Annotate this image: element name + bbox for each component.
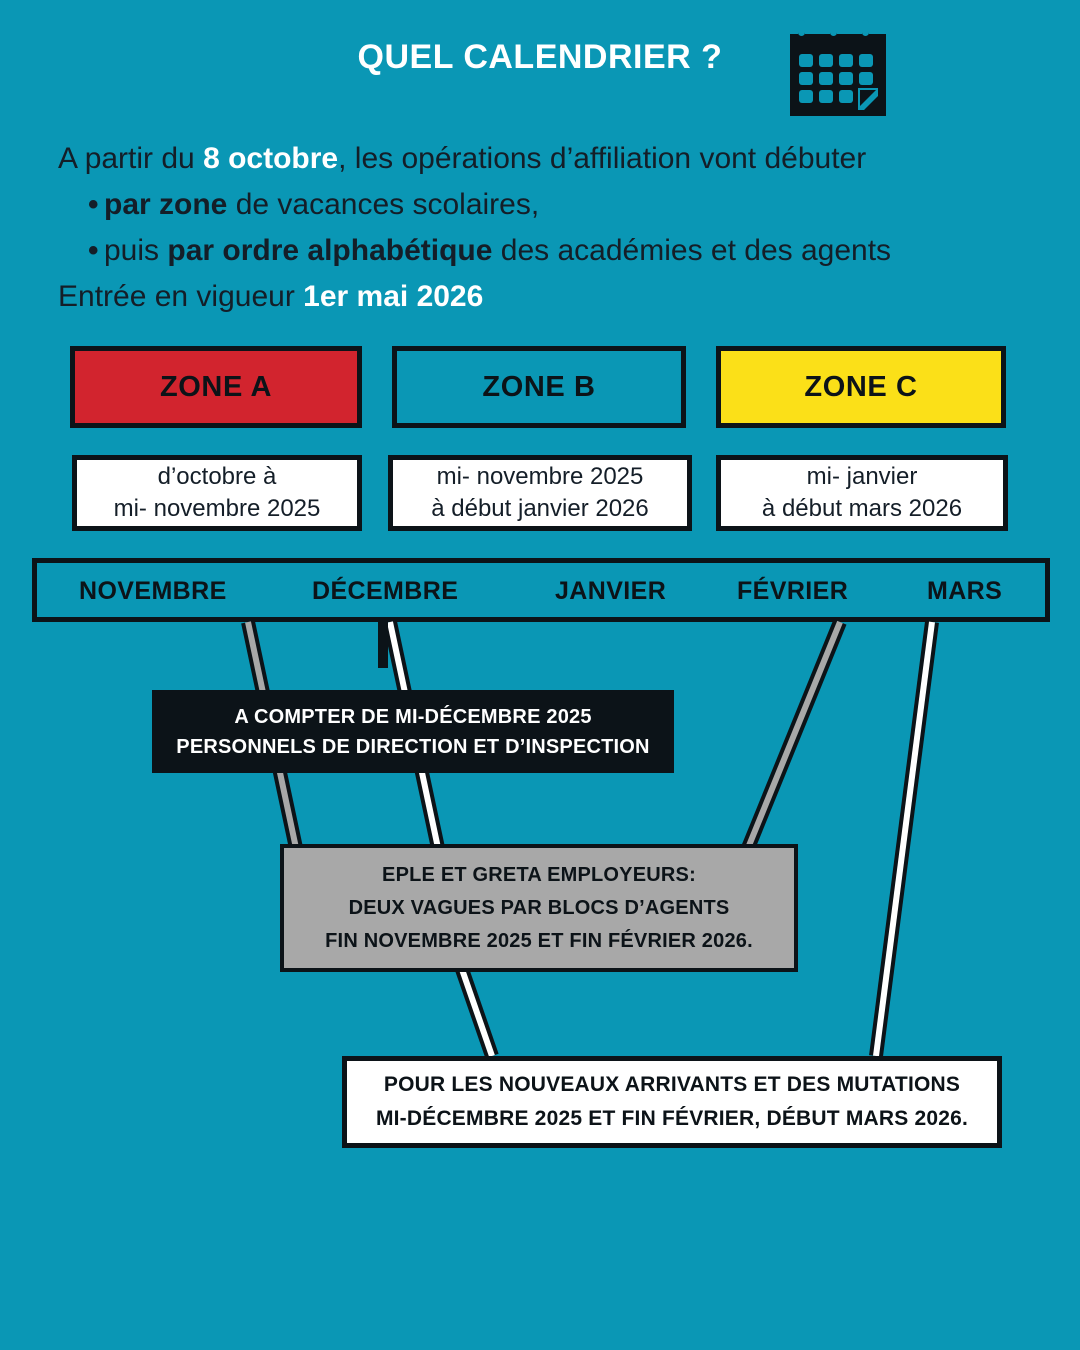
intro-line1-post: , les opérations d’affiliation vont débu…: [338, 142, 867, 175]
intro-line1-pre: A partir du: [58, 142, 204, 175]
connector-mars-whitebox: [869, 621, 939, 1057]
intro-effective-date: 1er mai 2026: [303, 280, 484, 313]
zone-b-header: ZONE B: [392, 346, 686, 428]
intro-line4-pre: Entrée en vigueur: [58, 280, 304, 313]
callout-black-line2: PERSONNELS DE DIRECTION ET D’INSPECTION: [176, 735, 650, 758]
timeline-month-novembre: NOVEMBRE: [79, 577, 227, 605]
zone-c-label: ZONE C: [804, 370, 918, 403]
callout-white-line2: MI-DÉCEMBRE 2025 ET FIN FÉVRIER, DÉBUT M…: [375, 1107, 969, 1130]
bullet1-bold: par zone: [104, 188, 228, 221]
zone-a-period: d’octobre à mi- novembre 2025: [72, 455, 362, 531]
callout-black-line1: A COMPTER DE MI-DÉCEMBRE 2025: [234, 705, 592, 728]
zone-a-period-line1: d’octobre à: [157, 463, 277, 490]
intro-line-4: Entrée en vigueur 1er mai 2026: [58, 274, 1018, 320]
timeline-month-janvier: JANVIER: [555, 577, 667, 605]
callout-gray-line3: FIN NOVEMBRE 2025 ET FIN FÉVRIER 2026.: [325, 929, 753, 952]
callout-gray-line2: DEUX VAGUES PAR BLOCS D’AGENTS: [348, 896, 730, 919]
zone-c-period: mi- janvier à début mars 2026: [716, 455, 1008, 531]
intro-paragraph: A partir du 8 octobre, les opérations d’…: [58, 136, 1018, 320]
zone-a-period-line2: mi- novembre 2025: [113, 495, 321, 522]
bullet-icon: •: [88, 234, 99, 267]
zone-c-period-line1: mi- janvier: [806, 463, 918, 490]
bullet-icon: •: [88, 188, 99, 221]
bullet2-pre: puis: [104, 234, 168, 267]
intro-bullet-1: •par zone de vacances scolaires,: [58, 182, 1018, 228]
month-timeline: NOVEMBRE DÉCEMBRE JANVIER FÉVRIER MARS: [32, 558, 1050, 622]
zone-a-header: ZONE A: [70, 346, 362, 428]
timeline-month-decembre: DÉCEMBRE: [312, 577, 459, 605]
callout-nouveaux-arrivants: POUR LES NOUVEAUX ARRIVANTS ET DES MUTAT…: [342, 1056, 1002, 1148]
callout-white-line1: POUR LES NOUVEAUX ARRIVANTS ET DES MUTAT…: [383, 1073, 961, 1096]
zone-b-period: mi- novembre 2025 à début janvier 2026: [388, 455, 692, 531]
zone-c-header: ZONE C: [716, 346, 1006, 428]
zone-b-period-line2: à début janvier 2026: [431, 495, 649, 522]
intro-date-highlight: 8 octobre: [203, 142, 339, 175]
bullet1-post: de vacances scolaires,: [227, 188, 540, 221]
calendar-icon: [790, 20, 886, 116]
callout-direction-inspection: A COMPTER DE MI-DÉCEMBRE 2025 PERSONNELS…: [152, 690, 674, 773]
zone-b-period-line1: mi- novembre 2025: [436, 463, 644, 490]
callout-gray-line1: EPLE ET GRETA EMPLOYEURS:: [382, 863, 696, 886]
callout-eple-greta: EPLE ET GRETA EMPLOYEURS: DEUX VAGUES PA…: [280, 844, 798, 972]
timeline-month-fevrier: FÉVRIER: [737, 577, 849, 605]
zone-c-period-line2: à début mars 2026: [761, 495, 963, 522]
zone-a-label: ZONE A: [159, 370, 273, 403]
zone-b-label: ZONE B: [482, 370, 596, 403]
page-title: QUEL CALENDRIER ?: [357, 38, 723, 76]
intro-bullet-2: •puis par ordre alphabétique des académi…: [58, 228, 1018, 274]
bullet2-bold: par ordre alphabétique: [167, 234, 493, 267]
connector-decembre-stub: [378, 620, 388, 668]
connector-fevrier-gray: [741, 619, 847, 851]
bullet2-post: des académies et des agents: [492, 234, 892, 267]
timeline-month-mars: MARS: [927, 577, 1003, 605]
intro-line-1: A partir du 8 octobre, les opérations d’…: [58, 136, 1018, 182]
